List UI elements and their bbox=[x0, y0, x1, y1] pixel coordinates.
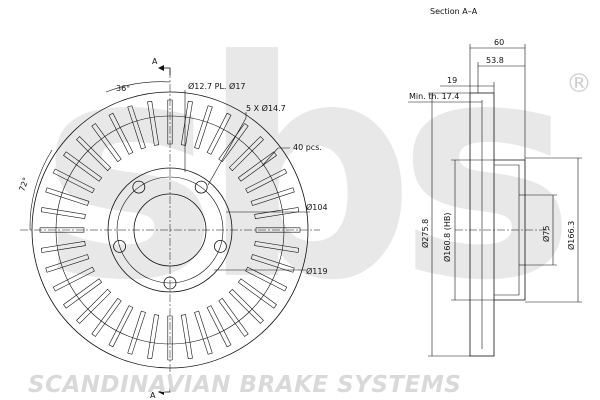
section-letter-top: A bbox=[152, 57, 158, 66]
section-title: Section A–A bbox=[430, 7, 478, 16]
angle-72-arc bbox=[29, 149, 53, 231]
min-th-label: Min. th. 17.4 bbox=[409, 92, 459, 101]
vane-slot bbox=[147, 314, 160, 360]
bolt-holes bbox=[113, 180, 227, 290]
brand-banner: SCANDINAVIAN BRAKE SYSTEMS bbox=[28, 372, 461, 398]
leader-vanes bbox=[261, 147, 290, 167]
d104-callout: Ø104 bbox=[306, 202, 328, 212]
d160-label: Ø160.8 (HB) bbox=[442, 213, 452, 263]
vane-slot bbox=[206, 112, 232, 155]
vane-slot bbox=[250, 254, 295, 273]
angle-36-arc bbox=[105, 81, 171, 93]
section-letter-bottom: A bbox=[150, 391, 156, 400]
vane-slot bbox=[76, 136, 112, 172]
vane-slot bbox=[63, 278, 103, 309]
vane-slot bbox=[194, 105, 213, 150]
vane-slot bbox=[228, 288, 264, 324]
vane-slot bbox=[250, 187, 295, 206]
vane-slot bbox=[245, 266, 288, 292]
angle-72-label: 72° bbox=[17, 176, 30, 192]
angle-36-label: 36° bbox=[116, 84, 130, 93]
vane-slot bbox=[108, 305, 134, 348]
section-view: Section A–A Ø275.8 Ø160.8 (HB) Ø75 Ø166.… bbox=[408, 7, 582, 357]
vane-slot bbox=[45, 254, 90, 273]
vane-slot bbox=[108, 112, 134, 155]
vanes-callout: 40 pcs. bbox=[293, 143, 322, 152]
vane-slot bbox=[228, 136, 264, 172]
w53-label: 53.8 bbox=[486, 56, 504, 65]
vane-slot bbox=[76, 288, 112, 324]
vane-slot bbox=[52, 266, 95, 292]
vane-slot bbox=[218, 123, 249, 163]
leader-bolt-holes bbox=[207, 112, 247, 186]
vane-slot bbox=[167, 99, 173, 145]
bolt-hole bbox=[132, 180, 146, 194]
vane-slot bbox=[63, 151, 103, 182]
vane-slot bbox=[127, 310, 146, 355]
w19-label: 19 bbox=[447, 76, 457, 85]
vane-slot bbox=[237, 278, 277, 309]
vane-slot bbox=[147, 100, 160, 146]
w60-label: 60 bbox=[494, 38, 504, 47]
vane-slot bbox=[255, 227, 301, 233]
vane-slot bbox=[254, 240, 300, 253]
section-arrow-top bbox=[158, 65, 164, 71]
d275-label: Ø275.8 bbox=[420, 219, 430, 248]
vane-slots bbox=[39, 99, 301, 361]
d166-label: Ø166.3 bbox=[566, 221, 576, 250]
bolt-hole bbox=[213, 239, 227, 253]
front-view: A A 36° 72° Ø12.7 PL. Ø17 5 X Ø14.7 40 p… bbox=[17, 57, 327, 400]
vane-slot bbox=[180, 100, 193, 146]
hole-pl-callout: Ø12.7 PL. Ø17 bbox=[188, 81, 246, 91]
bolt-hole bbox=[113, 239, 126, 253]
vane-slot bbox=[40, 207, 86, 220]
vane-slot bbox=[40, 240, 86, 253]
vane-slot bbox=[127, 105, 146, 150]
vane-slot bbox=[52, 168, 95, 194]
d119-callout: Ø119 bbox=[306, 266, 328, 276]
vane-slot bbox=[91, 123, 122, 163]
vane-slot bbox=[45, 187, 90, 206]
vane-slot bbox=[206, 305, 232, 348]
vane-slot bbox=[167, 315, 173, 361]
vane-slot bbox=[237, 151, 277, 182]
vane-slot bbox=[194, 310, 213, 355]
section-arrow-bottom bbox=[158, 389, 164, 395]
sbs-watermark: sbs bbox=[40, 0, 566, 346]
vane-slot bbox=[245, 168, 288, 194]
d75-label: Ø75 bbox=[541, 226, 551, 242]
vane-slot bbox=[254, 207, 300, 220]
vane-slot bbox=[91, 297, 122, 337]
bolt-hole bbox=[194, 180, 208, 194]
friction-ring bbox=[469, 92, 495, 357]
registered-mark: ® bbox=[566, 69, 592, 99]
vane-slot bbox=[39, 227, 85, 233]
vane-slot bbox=[218, 297, 249, 337]
vane-slot bbox=[180, 314, 193, 360]
bolt-holes-callout: 5 X Ø14.7 bbox=[246, 103, 286, 113]
